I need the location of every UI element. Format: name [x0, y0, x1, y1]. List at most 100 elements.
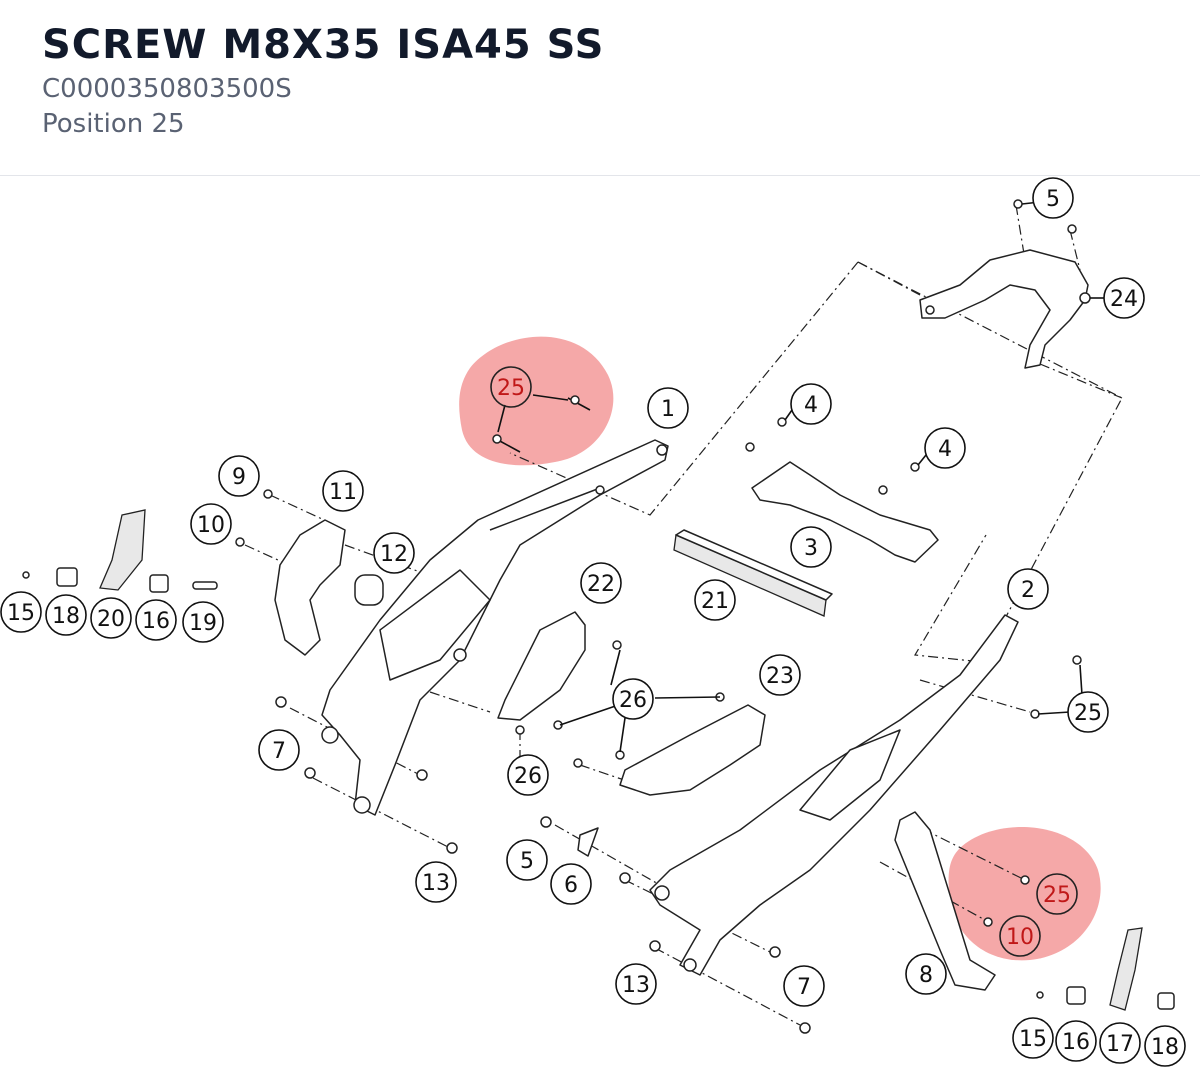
callout-number: 26	[619, 688, 647, 713]
callout-circle	[1144, 1025, 1186, 1067]
callout-26[interactable]: 26	[612, 678, 654, 720]
callout-10-highlighted[interactable]: 10	[999, 915, 1041, 957]
callout-circle	[615, 963, 657, 1005]
callout-17[interactable]: 17	[1099, 1022, 1141, 1064]
callout-circle	[1012, 1017, 1054, 1059]
callout-circle	[1067, 691, 1109, 733]
callout-circle	[924, 427, 966, 469]
right-frame-rail	[649, 614, 1019, 976]
callout-4[interactable]: 4	[924, 427, 966, 469]
callout-12[interactable]: 12	[373, 532, 415, 574]
callout-number: 15	[7, 601, 35, 626]
callout-circle	[580, 562, 622, 604]
callout-20[interactable]: 20	[90, 597, 132, 639]
callout-circle	[506, 839, 548, 881]
callout-15[interactable]: 15	[1012, 1017, 1054, 1059]
callout-13[interactable]: 13	[615, 963, 657, 1005]
callout-5[interactable]: 5	[1032, 177, 1074, 219]
callout-3[interactable]: 3	[790, 526, 832, 568]
callout-circle	[647, 387, 689, 429]
callout-circle	[45, 594, 87, 636]
callout-number: 25	[1074, 701, 1102, 726]
callout-circle	[790, 526, 832, 568]
callout-number: 3	[804, 536, 818, 561]
mounting-plate	[751, 461, 939, 563]
callout-21[interactable]: 21	[694, 579, 736, 621]
callout-circle	[905, 953, 947, 995]
left-side-cover	[497, 611, 586, 721]
callout-circle	[507, 754, 549, 796]
callout-7[interactable]: 7	[783, 965, 825, 1007]
callout-10[interactable]: 10	[190, 503, 232, 545]
highlight-blob-bottom	[948, 827, 1101, 961]
callout-7[interactable]: 7	[258, 729, 300, 771]
callout-circle	[135, 599, 177, 641]
callout-circle	[790, 383, 832, 425]
callout-number: 16	[1062, 1030, 1090, 1055]
callout-19[interactable]: 19	[182, 601, 224, 643]
callout-number: 7	[272, 739, 286, 764]
rear-strut	[894, 811, 996, 991]
callout-circle	[415, 861, 457, 903]
callout-4[interactable]: 4	[790, 383, 832, 425]
callout-22[interactable]: 22	[580, 562, 622, 604]
callout-15[interactable]: 15	[0, 591, 42, 633]
callout-2[interactable]: 2	[1007, 568, 1049, 610]
part-header: SCREW M8X35 ISA45 SS C0000350803500S Pos…	[0, 0, 1200, 176]
callout-25[interactable]: 25	[1067, 691, 1109, 733]
callout-circle	[258, 729, 300, 771]
callout-16[interactable]: 16	[135, 599, 177, 641]
callout-5[interactable]: 5	[506, 839, 548, 881]
callout-number: 8	[919, 963, 933, 988]
assembly-lines	[244, 204, 1123, 1026]
callout-number: 13	[422, 871, 450, 896]
callout-circle	[490, 366, 532, 408]
exploded-parts-diagram: 2515244439111012151820161922212232626257…	[0, 177, 1186, 1067]
highlight-blob-top	[459, 336, 614, 466]
callout-18[interactable]: 18	[45, 594, 87, 636]
callout-24[interactable]: 24	[1103, 277, 1145, 319]
callout-number: 24	[1110, 287, 1138, 312]
highlight-layer	[459, 336, 1101, 961]
callout-6[interactable]: 6	[550, 863, 592, 905]
callout-number: 13	[622, 973, 650, 998]
callout-26[interactable]: 26	[507, 754, 549, 796]
part-title: SCREW M8X35 ISA45 SS	[42, 22, 605, 68]
callout-25-highlighted[interactable]: 25	[490, 366, 532, 408]
callout-13[interactable]: 13	[415, 861, 457, 903]
callout-23[interactable]: 23	[759, 654, 801, 696]
callout-circle	[1032, 177, 1074, 219]
callout-number: 9	[232, 465, 246, 490]
callout-9[interactable]: 9	[218, 455, 260, 497]
fasteners	[22, 199, 1175, 1034]
left-frame-rail	[321, 439, 669, 816]
callout-number: 5	[520, 849, 534, 874]
right-side-cover	[619, 704, 766, 796]
callout-number: 10	[197, 513, 225, 538]
callout-circle	[783, 965, 825, 1007]
callout-circle	[612, 678, 654, 720]
callout-25-highlighted[interactable]: 25	[1036, 873, 1078, 915]
callout-circle	[550, 863, 592, 905]
callout-number: 4	[938, 437, 952, 462]
callout-number: 12	[380, 542, 408, 567]
callout-circle	[182, 601, 224, 643]
callout-number: 18	[1151, 1035, 1179, 1060]
callout-number: 23	[766, 664, 794, 689]
callout-number: 5	[1046, 187, 1060, 212]
callout-circle	[694, 579, 736, 621]
callout-number: 10	[1006, 925, 1034, 950]
callout-circle	[1099, 1022, 1141, 1064]
callout-11[interactable]: 11	[322, 470, 364, 512]
guide-rail	[673, 529, 833, 617]
callout-circle	[1036, 873, 1078, 915]
callout-18[interactable]: 18	[1144, 1025, 1186, 1067]
callout-number: 20	[97, 607, 125, 632]
footrest-bracket	[274, 519, 384, 656]
callout-1[interactable]: 1	[647, 387, 689, 429]
callout-number: 26	[514, 764, 542, 789]
callout-circle	[90, 597, 132, 639]
callout-8[interactable]: 8	[905, 953, 947, 995]
callout-16[interactable]: 16	[1055, 1020, 1097, 1062]
callout-number: 25	[1043, 883, 1071, 908]
